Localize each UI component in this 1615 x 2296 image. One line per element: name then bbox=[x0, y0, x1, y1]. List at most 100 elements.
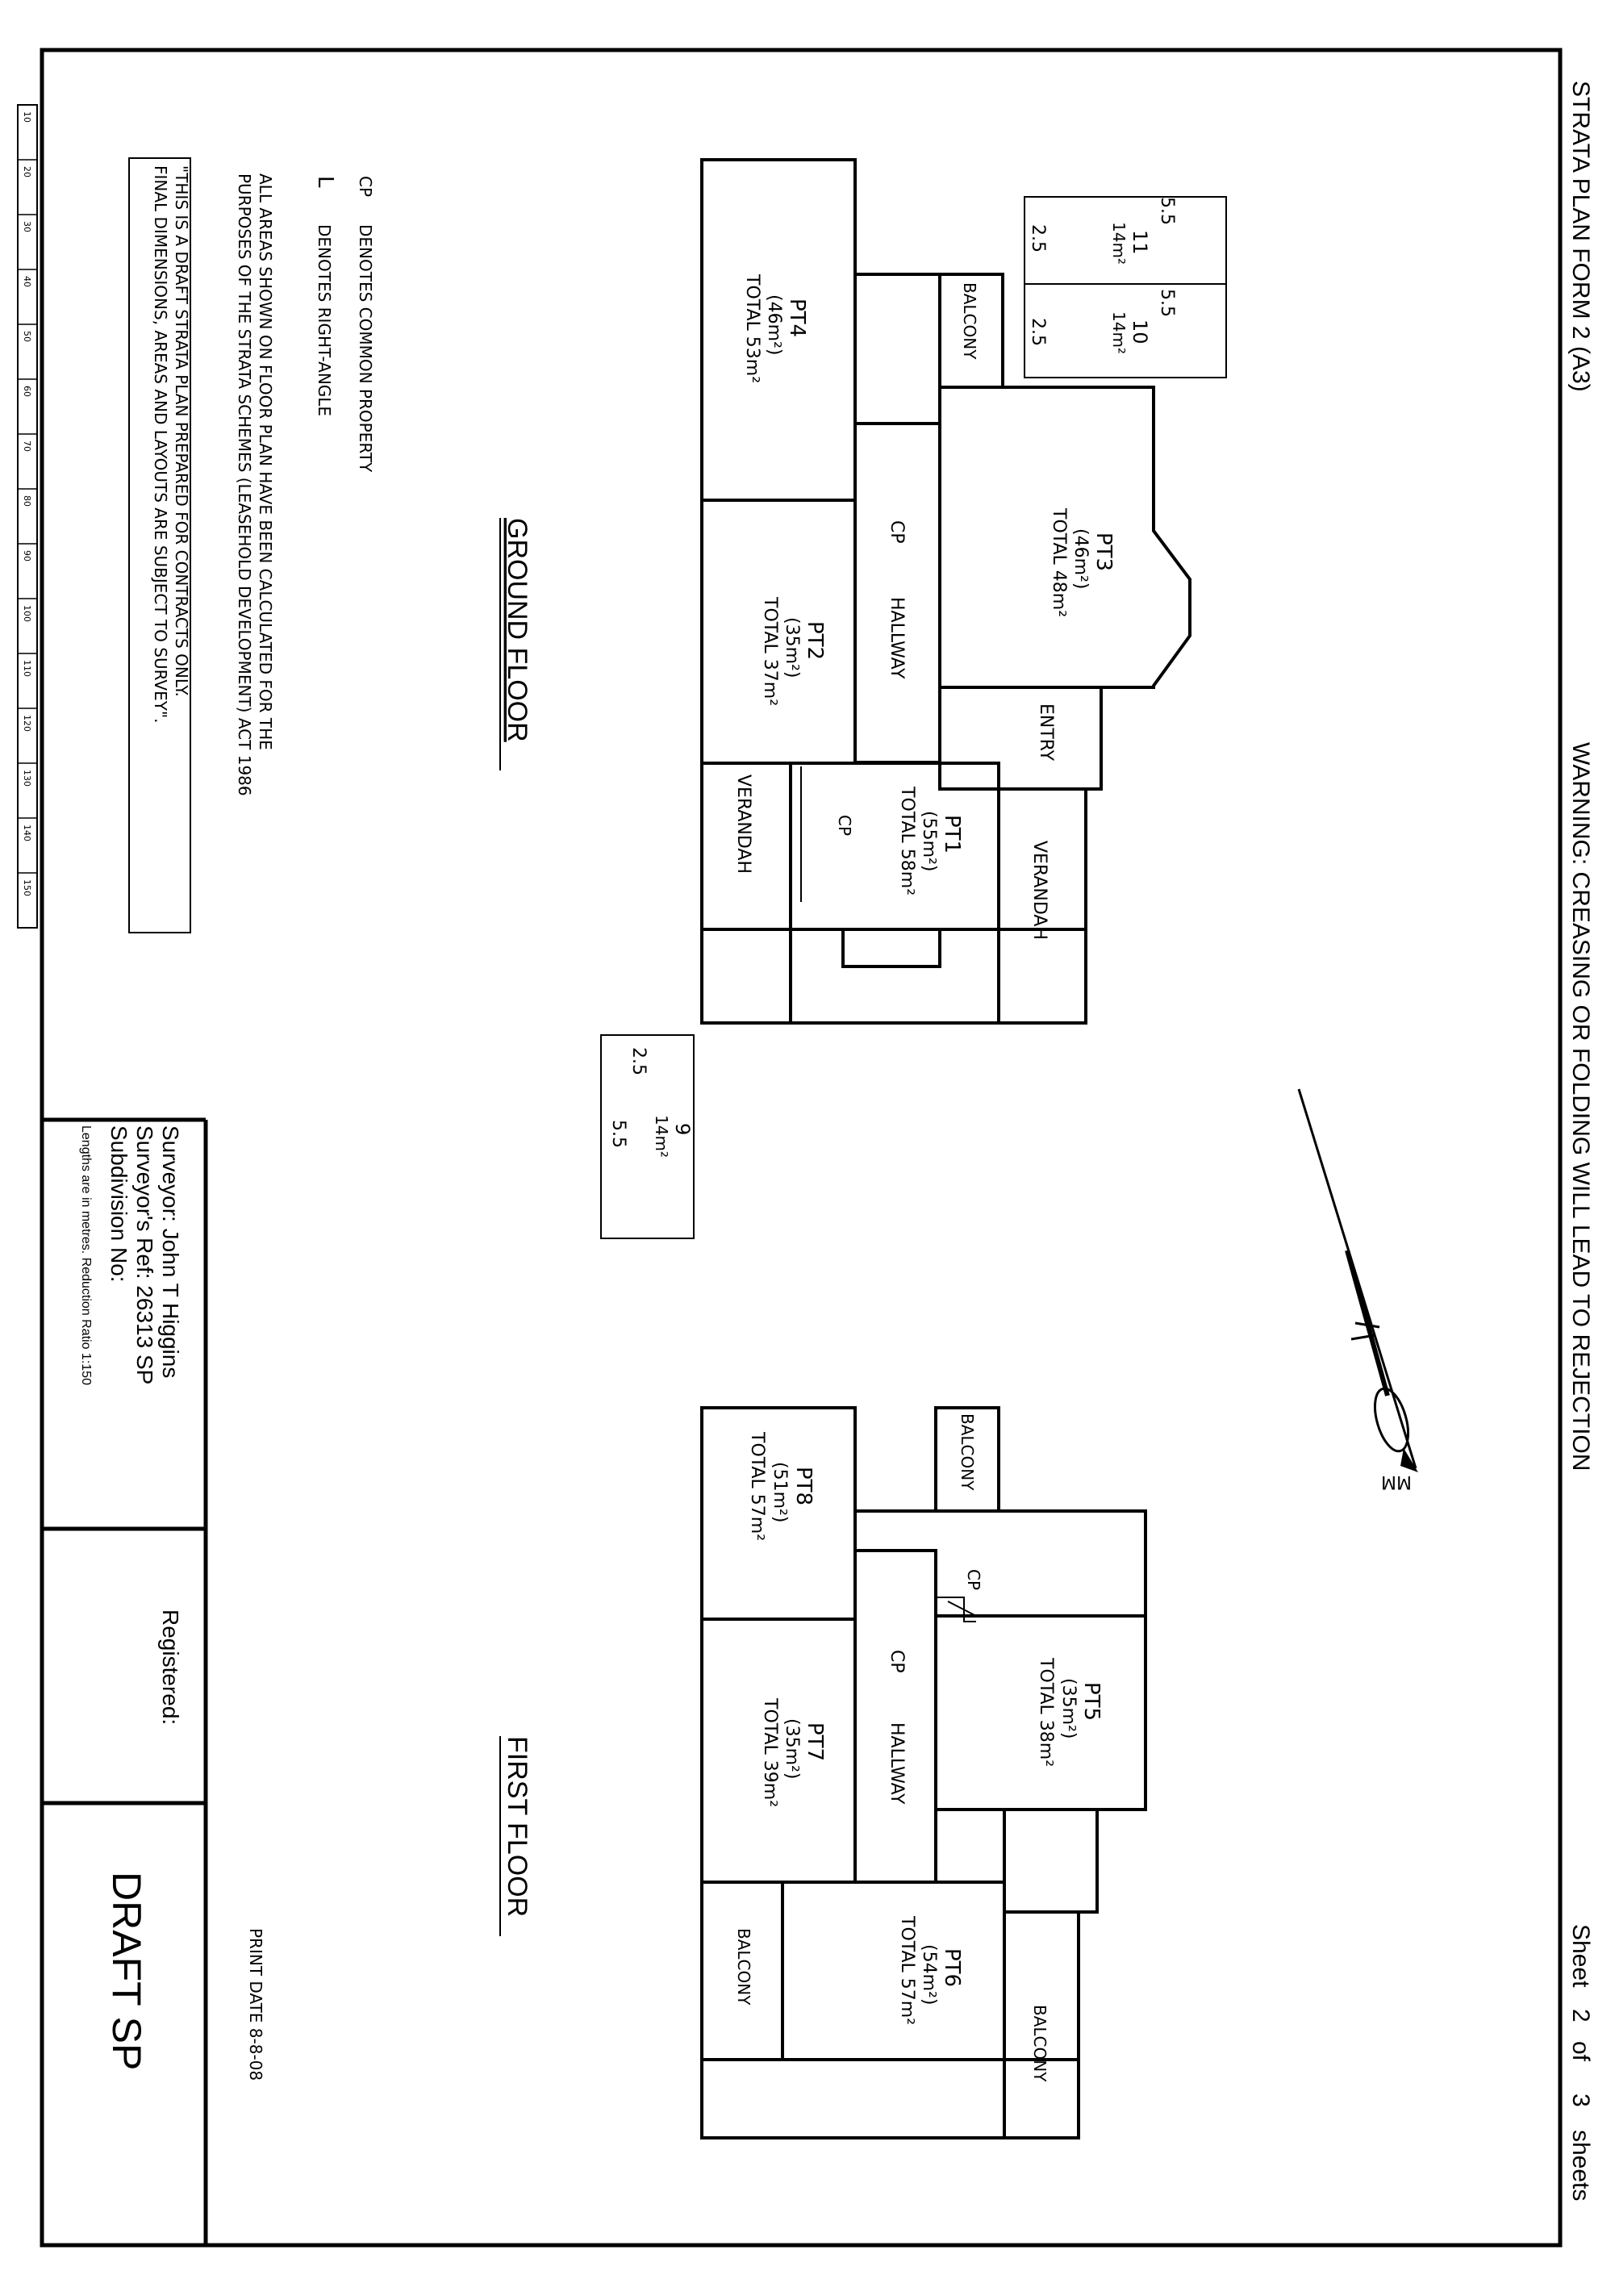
ruler-tick-label: 110 bbox=[22, 660, 32, 677]
ruler-tick-label: 60 bbox=[22, 386, 32, 397]
svg-text:FINAL DIMENSIONS, AREAS AND LA: FINAL DIMENSIONS, AREAS AND LAYOUTS ARE … bbox=[151, 165, 170, 724]
gf-hallway: HALLWAY bbox=[887, 597, 907, 679]
lot10-len: 5.5 bbox=[1157, 289, 1177, 317]
areas-note-line1: ALL AREAS SHOWN ON FLOOR PLAN HAVE BEEN … bbox=[256, 173, 275, 750]
ff-cp-small: CP bbox=[964, 1569, 983, 1590]
cp-code: CP bbox=[356, 176, 375, 197]
surveyor-name: Surveyor: John T Higgins bbox=[158, 1125, 183, 1378]
draft-disclaimer: "THIS IS A DRAFT STRATA PLAN PREPARED FO… bbox=[151, 165, 191, 724]
ra-legend: DENOTES RIGHT-ANGLE bbox=[315, 224, 334, 416]
lot10-area: 14m² bbox=[1109, 311, 1129, 354]
svg-text:of: of bbox=[1567, 2041, 1594, 2062]
ruler-tick-label: 10 bbox=[22, 111, 32, 123]
ruler-tick-label: 150 bbox=[22, 879, 32, 896]
pt8-area: (51m²) bbox=[770, 1462, 790, 1522]
lot11-num: 11 bbox=[1129, 230, 1151, 255]
gf-verandah-right: VERANDAH bbox=[1029, 841, 1050, 940]
lot10-num: 10 bbox=[1129, 319, 1151, 344]
pt5-total: TOTAL 38m² bbox=[1036, 1657, 1056, 1767]
north-label: MM bbox=[1381, 1472, 1412, 1492]
ruler-tick-label: 140 bbox=[22, 824, 32, 841]
parking-lots: 5.5 11 14m² 2.5 5.5 10 14m² 2.5 2.5 9 14… bbox=[600, 196, 1227, 1239]
subdivision-no: Subdivision No: bbox=[106, 1125, 131, 1283]
gf-balcony: BALCONY bbox=[960, 282, 979, 360]
svg-text:3: 3 bbox=[1567, 2094, 1594, 2107]
pt6-area: (54m²) bbox=[919, 1944, 939, 2005]
pt3-area: (46m²) bbox=[1070, 528, 1091, 589]
north-arrow-icon: MM bbox=[1297, 1088, 1418, 1492]
draft-sp-label: DRAFT SP bbox=[104, 1872, 149, 2070]
pt8-name: PT8 bbox=[791, 1467, 816, 1505]
scale-ruler: 10 20 30 40 50 60 70 80 90 100 110 120 130 140 150 bbox=[17, 104, 38, 929]
pt4-total: TOTAL 53m² bbox=[742, 273, 762, 383]
pt7-area: (35m²) bbox=[782, 1718, 802, 1779]
first-floor-title: FIRST FLOOR bbox=[502, 1736, 532, 1917]
pt7-total: TOTAL 39m² bbox=[760, 1697, 780, 1807]
ruler-tick-label: 90 bbox=[22, 550, 32, 561]
lot9-len: 5.5 bbox=[608, 1120, 628, 1148]
lot10-wid: 2.5 bbox=[1028, 318, 1048, 346]
registered-label: Registered: bbox=[158, 1609, 183, 1725]
form-title: STRATA PLAN FORM 2 (A3) bbox=[1567, 81, 1594, 392]
ruler-tick-label: 40 bbox=[22, 276, 32, 287]
ruler-tick-label: 100 bbox=[22, 605, 32, 622]
pt4-name: PT4 bbox=[785, 298, 809, 337]
warning-text: WARNING: CREASING OR FOLDING WILL LEAD T… bbox=[1567, 742, 1594, 1471]
ground-floor-plan bbox=[700, 158, 1191, 1025]
lot9-area: 14m² bbox=[652, 1115, 671, 1158]
pt3-name: PT3 bbox=[1091, 532, 1116, 571]
pt2-area: (35m²) bbox=[782, 617, 802, 678]
ruler-tick-label: 50 bbox=[22, 331, 32, 342]
ff-hallway-cp: CP bbox=[887, 1650, 907, 1673]
ruler-tick-label: 80 bbox=[22, 495, 32, 507]
sheet-indicator: Sheet 2 of 3 sheets bbox=[1567, 1924, 1594, 2201]
pt4-area: (46m²) bbox=[764, 294, 784, 355]
gf-cp-small: CP bbox=[835, 815, 854, 836]
ra-code: L bbox=[313, 176, 337, 188]
lot11-wid: 2.5 bbox=[1028, 224, 1048, 253]
ruler-tick-label: 20 bbox=[22, 166, 32, 177]
lot9-num: 9 bbox=[671, 1123, 694, 1135]
ruler-tick-label: 30 bbox=[22, 221, 32, 232]
surveyor-ref: Surveyor's Ref: 26313 SP bbox=[132, 1125, 157, 1384]
legend-notes: CP DENOTES COMMON PROPERTY L DENOTES RIG… bbox=[235, 173, 375, 796]
lengths-note: Lengths are in metres. Reduction Ratio 1… bbox=[79, 1125, 93, 1385]
ground-labels: PT4 (46m²) TOTAL 53m² PT3 (46m²) TOTAL 4… bbox=[733, 273, 1116, 940]
ff-balcony-left: BALCONY bbox=[734, 1928, 753, 2006]
ground-floor-title: GROUND FLOOR bbox=[502, 518, 532, 742]
ff-balcony-top: BALCONY bbox=[958, 1413, 977, 1491]
pt1-total: TOTAL 58m² bbox=[897, 786, 917, 895]
areas-note-line2: PURPOSES OF THE STRATA SCHEMES (LEASEHOL… bbox=[235, 173, 254, 796]
ruler-tick-label: 130 bbox=[22, 770, 32, 787]
first-floor-plan bbox=[700, 1406, 1147, 2139]
svg-text:"THIS IS A DRAFT STRATA PLAN P: "THIS IS A DRAFT STRATA PLAN PREPARED FO… bbox=[172, 165, 191, 697]
pt1-area: (55m²) bbox=[919, 811, 939, 871]
lot9-wid: 2.5 bbox=[628, 1047, 649, 1075]
cp-legend: DENOTES COMMON PROPERTY bbox=[356, 224, 375, 473]
lot11-len: 5.5 bbox=[1157, 197, 1177, 225]
ruler-tick-label: 120 bbox=[22, 715, 32, 732]
pt5-name: PT5 bbox=[1079, 1682, 1104, 1721]
pt3-total: TOTAL 48m² bbox=[1049, 507, 1069, 617]
lot11-area: 14m² bbox=[1109, 222, 1129, 265]
pt2-total: TOTAL 37m² bbox=[760, 596, 780, 706]
svg-text:Sheet: Sheet bbox=[1567, 1924, 1594, 1988]
pt8-total: TOTAL 57m² bbox=[747, 1431, 767, 1541]
pt5-area: (35m²) bbox=[1058, 1678, 1079, 1739]
ruler-tick-label: 70 bbox=[22, 440, 32, 452]
gf-entry: ENTRY bbox=[1036, 703, 1056, 762]
pt6-total: TOTAL 57m² bbox=[897, 1915, 917, 2025]
pt6-name: PT6 bbox=[940, 1948, 964, 1987]
svg-text:sheets: sheets bbox=[1567, 2130, 1594, 2201]
pt2-name: PT2 bbox=[803, 621, 827, 660]
pt7-name: PT7 bbox=[803, 1722, 827, 1761]
ff-hallway: HALLWAY bbox=[887, 1722, 907, 1805]
gf-verandah-left: VERANDAH bbox=[733, 774, 753, 874]
draft-disclaimer-box bbox=[128, 157, 191, 933]
ff-balcony-right: BALCONY bbox=[1030, 2005, 1050, 2082]
pt1-name: PT1 bbox=[940, 815, 964, 854]
gf-hallway-cp: CP bbox=[887, 520, 907, 544]
svg-text:2: 2 bbox=[1567, 2009, 1594, 2023]
drawing-frame bbox=[40, 48, 1563, 2248]
